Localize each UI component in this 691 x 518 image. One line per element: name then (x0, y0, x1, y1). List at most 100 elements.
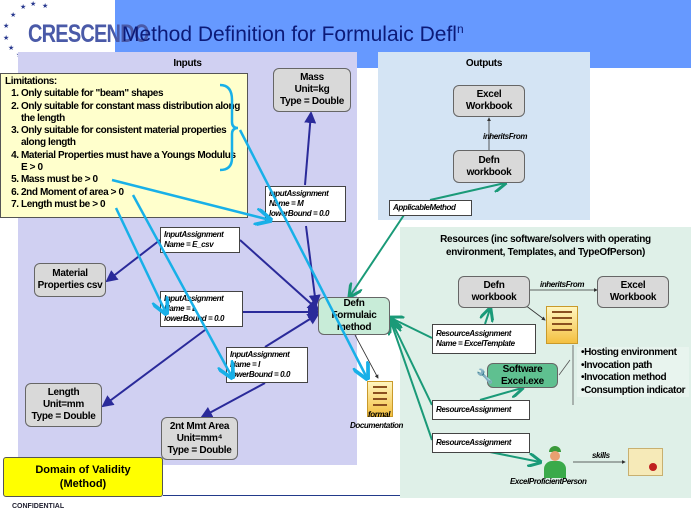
applicable-method-label[interactable]: ApplicableMethod (389, 200, 472, 216)
assign-label: Name = E_csv (164, 240, 214, 249)
assign-label: Name = I (230, 360, 260, 369)
svg-text:★: ★ (8, 44, 14, 52)
limitation-item: Material Properties must have a Youngs M… (21, 150, 243, 175)
template-document-icon (546, 306, 578, 344)
domain-of-validity-banner: Domain of Validity (Method) (3, 457, 163, 497)
node-label: Workbook (609, 292, 657, 303)
person-label: ExcelProficientPerson (510, 477, 587, 486)
bullet: •Invocation path (581, 359, 652, 371)
confidential-label: CONFIDENTIAL (12, 503, 65, 510)
limitation-item: Length must be > 0 (21, 199, 243, 211)
page-title: Method Definition for Formulaic Defln (122, 22, 464, 46)
limitation-item: Only suitable for consistent material pr… (21, 125, 243, 150)
document-icon (367, 381, 393, 417)
node-label: Software (502, 363, 543, 375)
bullet: •Hosting environment (581, 347, 677, 358)
limitation-item: Only suitable for "beam" shapes (21, 88, 243, 100)
node-label: Unit=mm⁴ (176, 432, 223, 444)
assign-label: ResourceAssignment (436, 329, 512, 338)
node-label: Excel (476, 89, 502, 100)
assign-label: Name = L (164, 304, 197, 313)
node-label: workbook (466, 166, 512, 178)
limitations-note: Limitations: Only suitable for "beam" sh… (0, 73, 248, 218)
assign-label: Name = ExcelTemplate (436, 339, 515, 348)
node-label: Type = Double (167, 444, 232, 456)
wrench-icon: 🔧 (476, 368, 494, 384)
resource-assignment-person[interactable]: ResourceAssignment (432, 433, 530, 453)
assign-label: ApplicableMethod (393, 203, 456, 212)
node-label: Properties csv (37, 280, 103, 291)
doc-label: formal (368, 410, 391, 419)
inputs-title: Inputs (173, 58, 202, 69)
banner-line: (Method) (59, 478, 107, 490)
node-label: Workbook (465, 101, 513, 112)
svg-text:★: ★ (20, 3, 26, 11)
node-label: Unit=mm (43, 399, 84, 410)
divider (163, 495, 400, 496)
node-label: Defn (483, 280, 505, 291)
assign-label: ResourceAssignment (436, 405, 512, 414)
svg-text:★: ★ (3, 34, 9, 42)
inherits-label: inheritsFrom (540, 280, 585, 289)
node-label: Excel (620, 280, 646, 291)
node-label: Unit=kg (294, 84, 330, 95)
limitations-heading: Limitations: (5, 76, 57, 87)
resource-assignment-software[interactable]: ResourceAssignment (432, 400, 530, 420)
limitation-item: Only suitable for constant mass distribu… (21, 101, 243, 126)
inherits-label: inheritsFrom (483, 132, 528, 141)
assign-label: InputAssignment (230, 350, 290, 359)
limitation-item: 2nd Moment of area > 0 (21, 187, 243, 199)
outputs-panel: Outputs (378, 52, 590, 220)
node-label: Formulaic (331, 310, 377, 321)
outputs-title: Outputs (465, 58, 503, 69)
node-label: Excel.exe (501, 375, 544, 387)
assign-label: InputAssignment (164, 230, 224, 239)
svg-text:★: ★ (30, 0, 36, 8)
svg-text:★: ★ (10, 11, 16, 19)
resources-title: Resources (inc software/solvers with ope… (440, 234, 651, 258)
node-label: workbook (471, 292, 517, 303)
assign-label: InputAssignment (164, 294, 224, 303)
node-label: 2nt Mmt Area (169, 420, 230, 432)
svg-text:★: ★ (3, 22, 9, 30)
assign-label: lowerBound = 0.0 (164, 314, 225, 323)
assign-label: lowerBound = 0.0 (269, 209, 330, 218)
assign-label: InputAssignment (269, 189, 329, 198)
svg-text:★: ★ (42, 2, 48, 10)
doc-label: Documentation (350, 421, 404, 430)
node-label: Length (47, 387, 80, 398)
node-label: Mass (300, 72, 324, 83)
node-label: method (336, 322, 372, 333)
certificate-icon (628, 448, 663, 476)
limitation-item: Mass must be > 0 (21, 174, 243, 186)
node-label: Defn (343, 298, 365, 309)
node-label: Type = Double (31, 411, 96, 422)
node-label: Material (52, 268, 88, 279)
node-label: Defn (478, 154, 500, 166)
person-icon (541, 446, 569, 478)
bullet: •Invocation method (581, 372, 667, 383)
banner-line: Domain of Validity (35, 464, 131, 476)
assign-label: ResourceAssignment (436, 438, 512, 447)
bullet: •Consumption indicator (581, 384, 686, 396)
assign-label: Name = M (269, 199, 304, 208)
software-properties-list: •Hosting environment•Invocation path•Inv… (577, 347, 690, 397)
skills-label: skills (592, 451, 610, 460)
node-label: Type = Double (280, 96, 344, 107)
assign-label: lowerBound = 0.0 (230, 370, 291, 379)
